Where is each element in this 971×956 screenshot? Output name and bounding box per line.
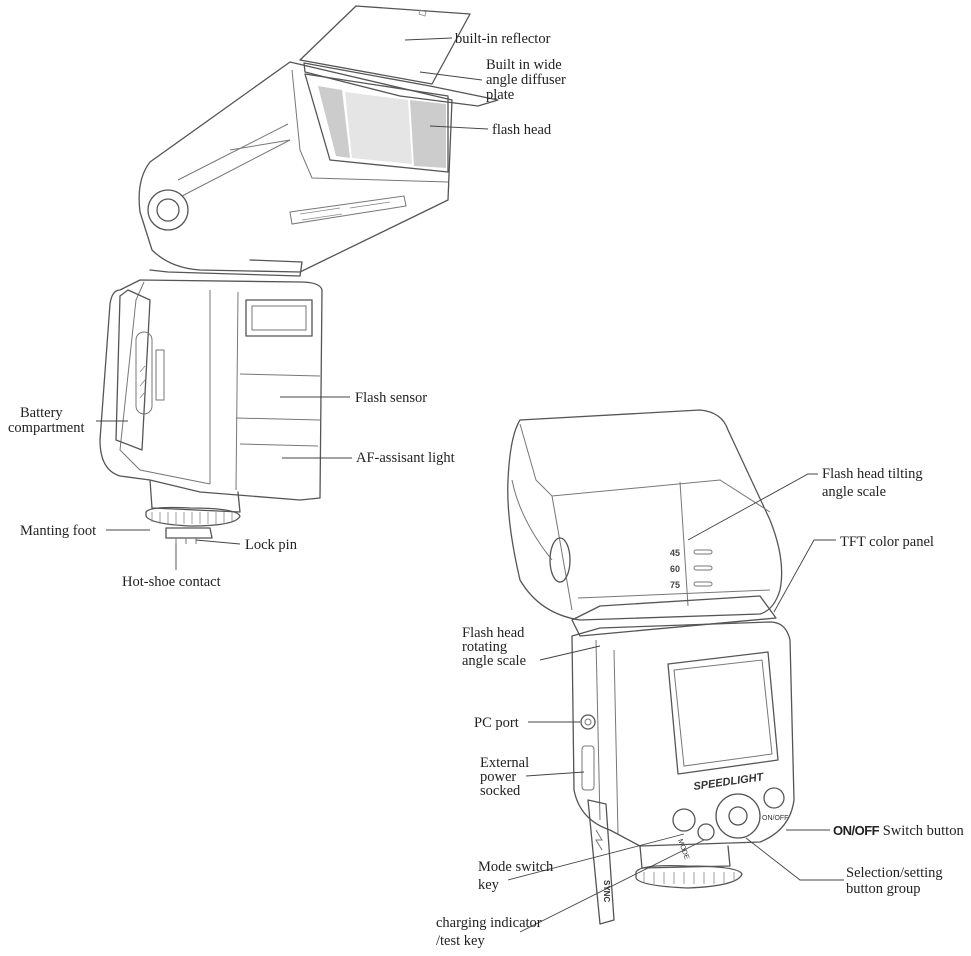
label-onoff-bold: ON/OFF — [833, 823, 880, 838]
tilt-mark-45: 45 — [670, 548, 680, 558]
front-leader-lines — [96, 37, 489, 570]
label-pc-port: PC port — [474, 715, 519, 731]
front-flash-drawing — [99, 5, 499, 544]
label-rotate-scale-line-2: rotating — [462, 639, 508, 655]
label-lock-pin: Lock pin — [245, 537, 297, 553]
label-onoff-button: ON/OFF Switch button — [833, 823, 964, 839]
label-mounting-foot: Manting foot — [20, 523, 97, 539]
tilt-mark-60: 60 — [670, 564, 680, 574]
label-onoff-rest: Switch button — [879, 823, 964, 839]
label-tilt-scale-line-1: Flash head tilting — [822, 466, 923, 482]
label-rotate-scale-line-3: angle scale — [462, 653, 527, 669]
label-charging-line-2: /test key — [436, 933, 485, 949]
label-mode-switch-line-1: Mode switch — [478, 859, 554, 875]
label-ext-power-line-2: power — [480, 769, 517, 785]
label-battery-line-1: Battery — [20, 405, 63, 421]
sync-mark: SYNC — [602, 880, 611, 902]
label-selection-line-1: Selection/setting — [846, 865, 943, 881]
label-af-light: AF-assisant light — [356, 450, 455, 466]
label-flash-sensor: Flash sensor — [355, 390, 428, 406]
label-diffuser-line-1: Built in wide — [486, 57, 562, 73]
brand-mark: SPEEDLIGHT — [693, 771, 766, 793]
label-ext-power-line-1: External — [480, 755, 530, 771]
mode-key-mark: MODE — [676, 838, 690, 860]
label-mode-switch-line-2: key — [478, 877, 499, 893]
label-ext-power-line-3: socked — [480, 783, 521, 799]
onoff-key-mark: ON/OFF — [762, 815, 788, 822]
label-diffuser-line-3: plate — [486, 87, 515, 103]
label-selection-line-2: button group — [846, 881, 921, 897]
label-built-in-reflector: built-in reflector — [455, 31, 551, 47]
label-tft-panel: TFT color panel — [840, 534, 934, 550]
label-diffuser-line-2: angle diffuser — [486, 72, 566, 88]
label-flash-head: flash head — [492, 122, 552, 138]
label-rotate-scale-line-1: Flash head — [462, 625, 525, 641]
label-hot-shoe: Hot-shoe contact — [122, 574, 221, 590]
label-battery-line-2: compartment — [8, 420, 85, 436]
back-flash-drawing — [507, 409, 795, 925]
tilt-mark-75: 75 — [670, 580, 680, 590]
label-charging-line-1: charging indicator — [436, 915, 542, 931]
label-tilt-scale-line-2: angle scale — [822, 484, 887, 500]
back-leader-lines — [507, 473, 844, 933]
